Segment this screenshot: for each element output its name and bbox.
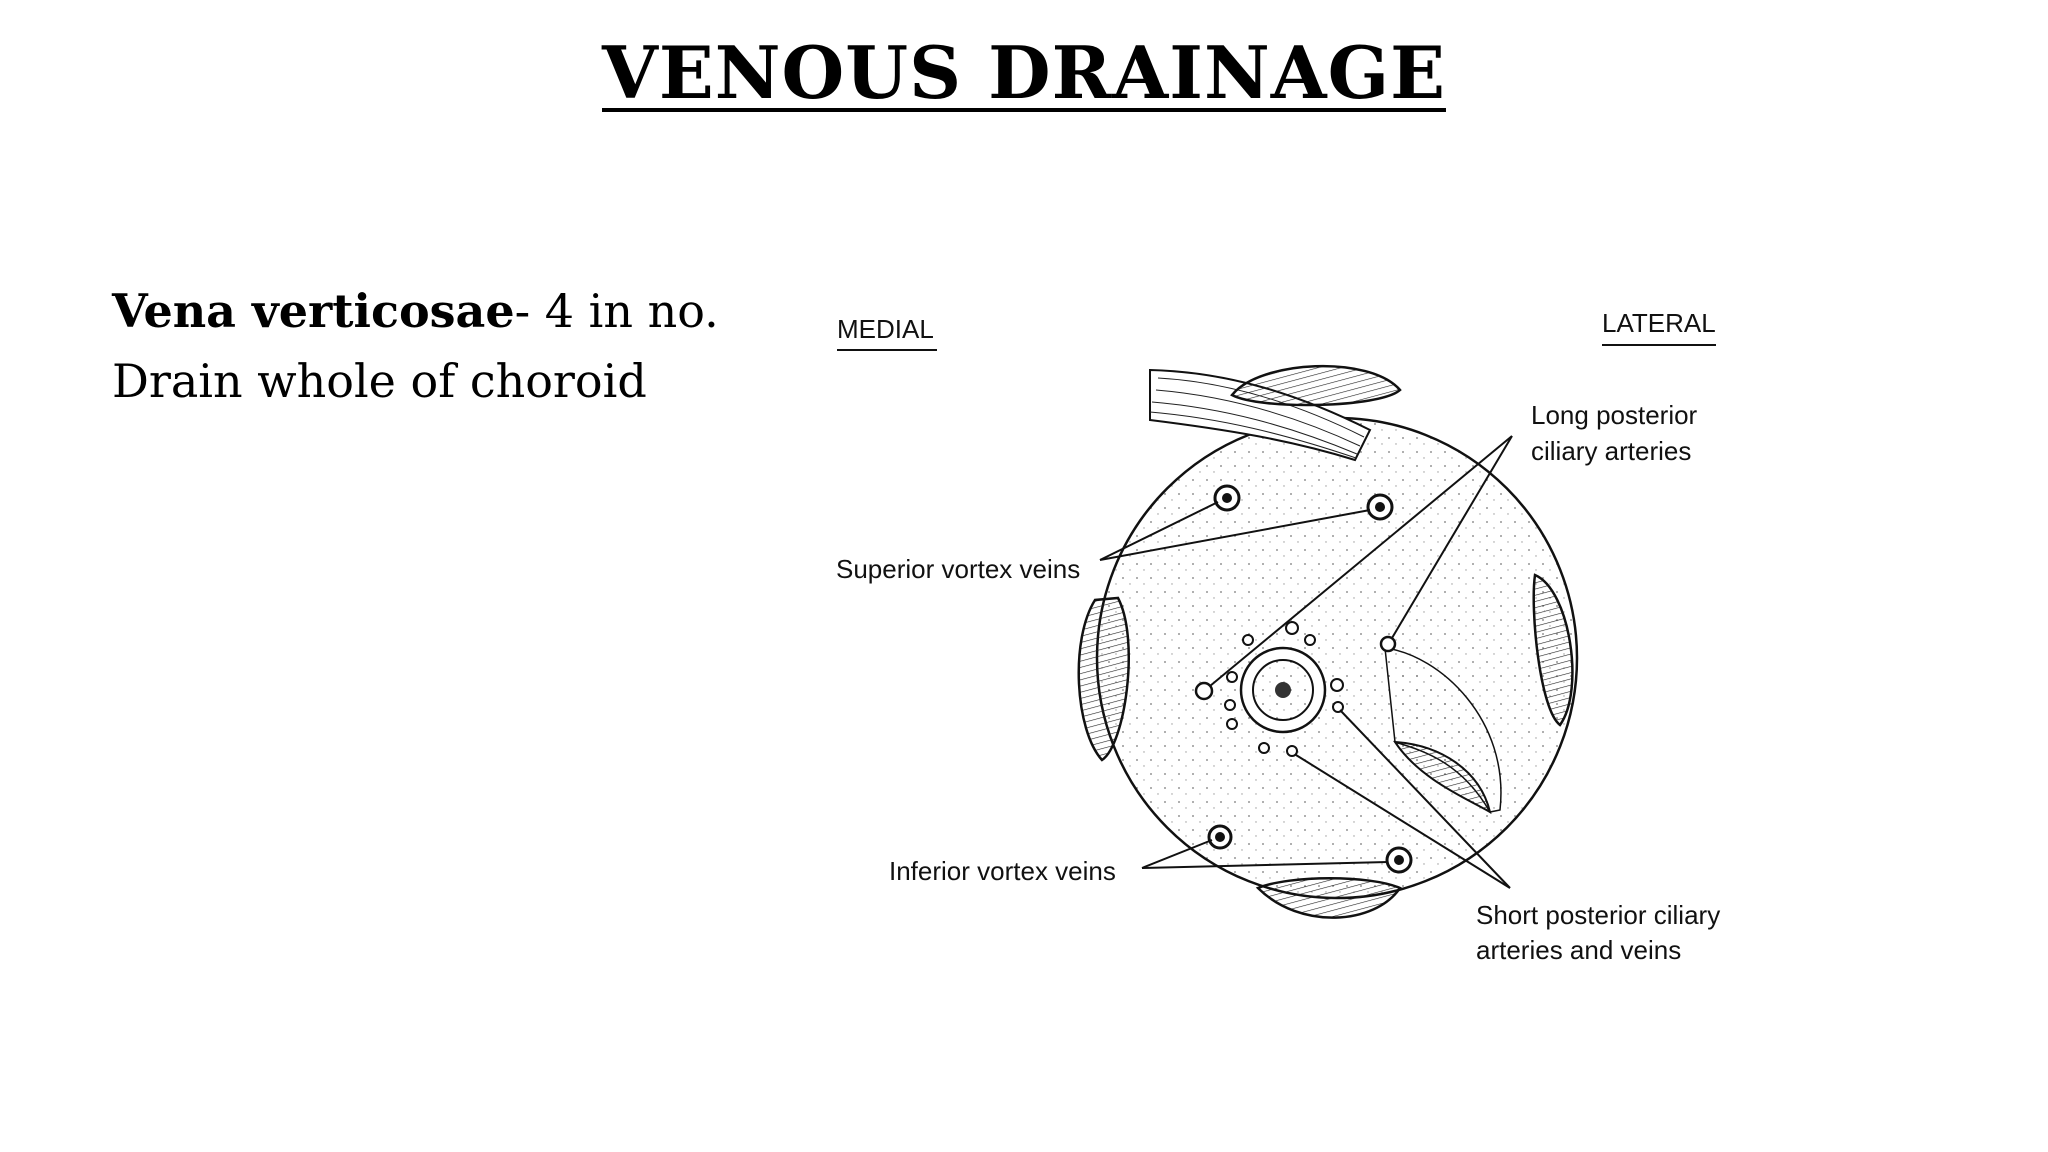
lateral-rectus-insertion: [1532, 573, 1574, 727]
lateral-label: LATERAL: [1602, 308, 1716, 338]
short-posterior-label-line1: Short posterior ciliary: [1476, 900, 1720, 930]
long-posterior-ciliary-artery-lateral: [1379, 635, 1397, 653]
eyeball-outline: [1095, 416, 1579, 900]
inferior-vortex-veins-label: Inferior vortex veins: [889, 856, 1116, 886]
long-posterior-label-line1: Long posterior: [1531, 400, 1698, 430]
eyeball-posterior-view-diagram: MEDIAL LATERAL: [820, 300, 1740, 990]
body-line-1: Vena verticosae- 4 in no.: [112, 276, 719, 346]
superior-vortex-veins-label: Superior vortex veins: [836, 554, 1080, 584]
short-posterior-ciliary-vessels: [1224, 621, 1344, 757]
body-text: Vena verticosae- 4 in no. Drain whole of…: [112, 276, 719, 416]
inferior-rectus-insertion: [1255, 877, 1402, 919]
inferior-vortex-vein-medial: [1207, 824, 1233, 850]
page-title: VENOUS DRAINAGE: [602, 30, 1446, 115]
long-posterior-label-line2: ciliary arteries: [1531, 436, 1691, 466]
term-count: - 4 in no.: [514, 284, 719, 338]
long-posterior-ciliary-artery-medial: [1194, 681, 1214, 701]
body-line-2: Drain whole of choroid: [112, 354, 647, 408]
optic-nerve: [1239, 646, 1327, 734]
superior-vortex-vein-lateral: [1366, 493, 1394, 521]
inferior-vortex-vein-lateral: [1385, 846, 1413, 874]
short-posterior-label-line2: arteries and veins: [1476, 935, 1681, 965]
superior-vortex-vein-medial: [1213, 484, 1241, 512]
superior-rectus-insertion: [1230, 364, 1402, 407]
leader-lines: [1099, 435, 1513, 889]
medial-label: MEDIAL: [837, 314, 934, 344]
term-vena-verticosae: Vena verticosae: [112, 284, 515, 338]
medial-rectus-insertion: [1077, 596, 1130, 762]
inferior-oblique-insertion: [1384, 647, 1502, 815]
